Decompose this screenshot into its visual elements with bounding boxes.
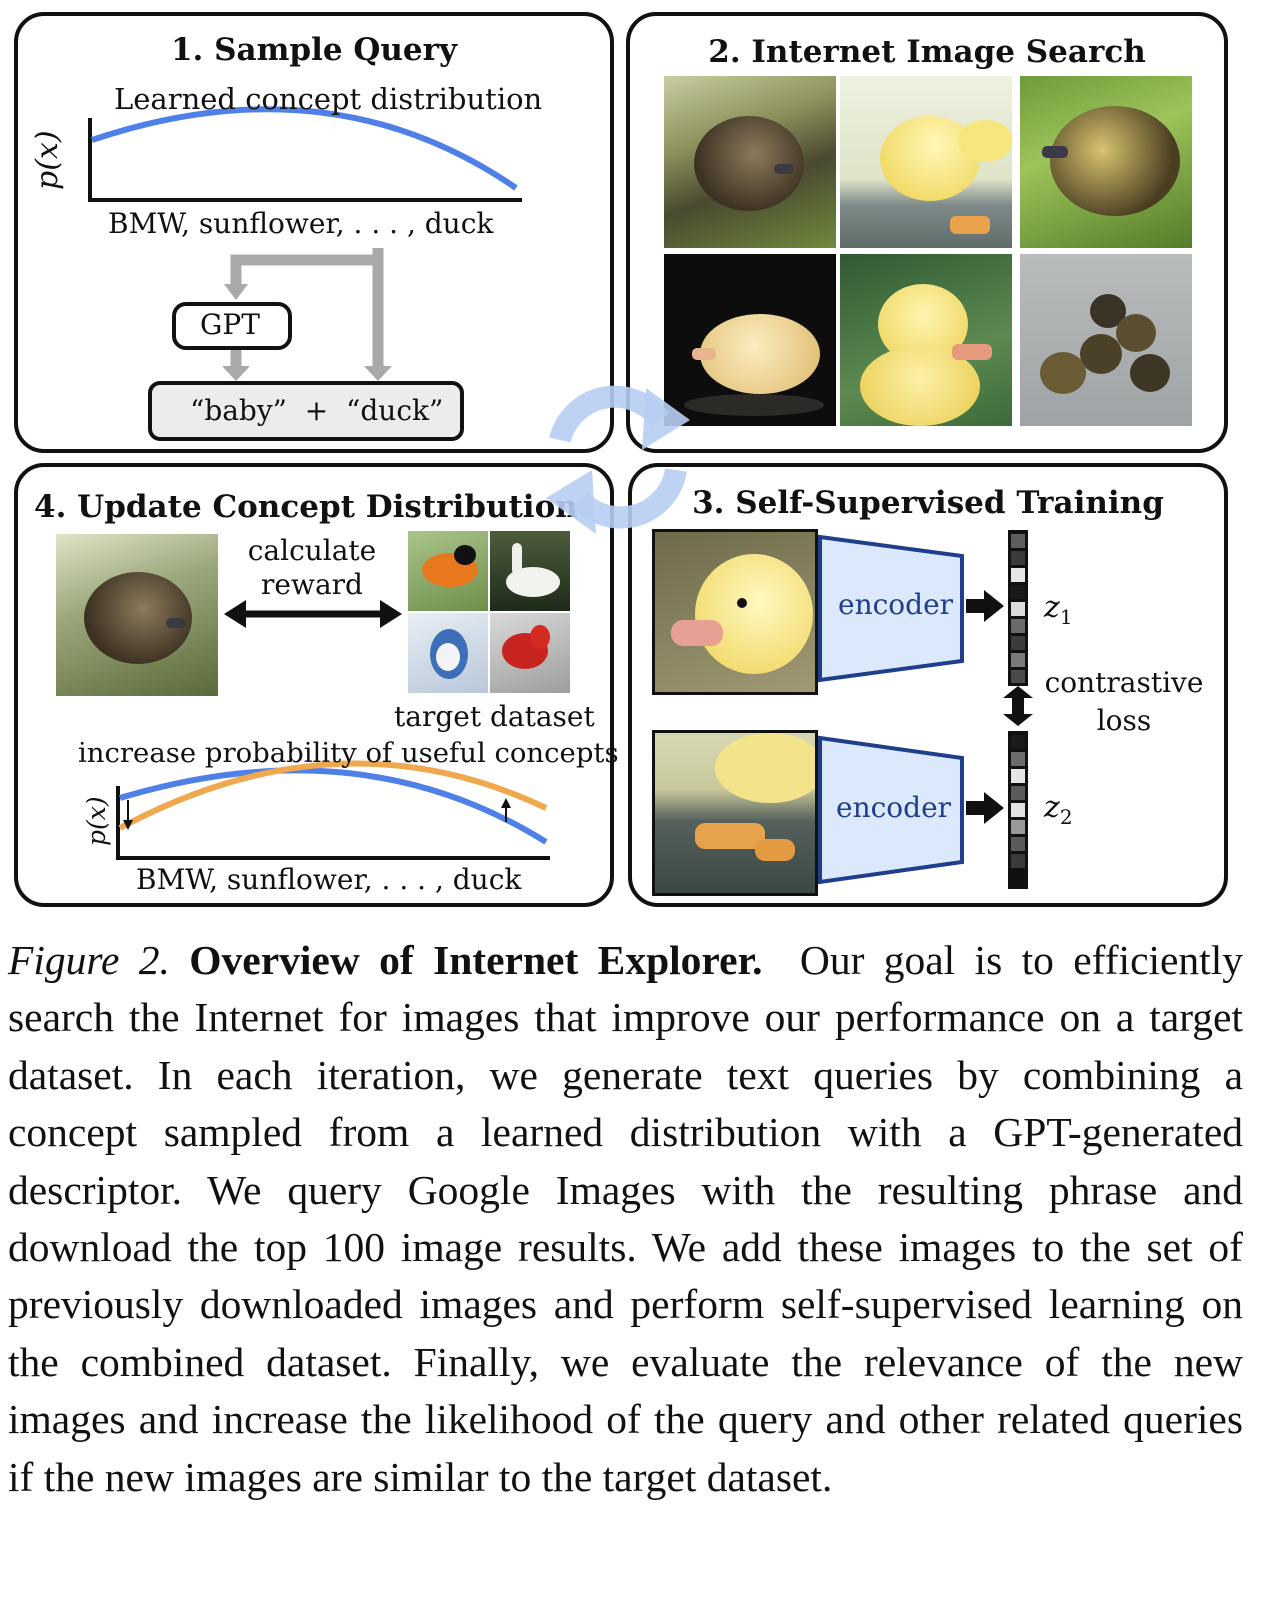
target-bird-bluejay	[408, 613, 488, 693]
figure-caption: Figure 2. Overview of Internet Explorer.…	[8, 932, 1243, 1506]
augmented-view-1	[652, 529, 818, 695]
panel4-graphics	[116, 600, 550, 860]
panel3-graphics	[818, 530, 1033, 889]
panel-sample-query: 1. Sample Query	[14, 12, 614, 453]
arrow-top-shaft	[966, 599, 986, 613]
old-distribution-curve	[119, 767, 548, 845]
gray-arrowhead	[222, 366, 250, 381]
increase-arrowhead	[501, 798, 511, 808]
target-dataset-label: target dataset	[394, 700, 595, 733]
encoder-top-shape	[818, 534, 964, 683]
figure-label: Figure 2.	[8, 937, 170, 983]
arrowhead-right	[380, 600, 402, 628]
embedding-vector-z1	[1008, 530, 1028, 686]
contrastive-arrowhead-up	[1003, 686, 1033, 698]
contrastive-line: contrastive	[1044, 666, 1204, 699]
query-label: “baby” + “duck”	[190, 394, 444, 427]
duckling-photo-2	[840, 76, 1012, 248]
distribution-curve	[91, 106, 518, 191]
duckling-photo-4	[664, 254, 836, 426]
contrastive-arrowhead-down	[1003, 714, 1033, 726]
duckling-photo-1	[664, 76, 836, 248]
target-bird-swan	[490, 531, 570, 611]
reward-line-1: calculate	[247, 534, 377, 567]
duckling-photo-reward	[56, 534, 218, 696]
z1-label: z1	[1044, 590, 1073, 629]
arrow-bottom-shaft	[966, 801, 986, 815]
reward-line-2: reward	[261, 568, 363, 601]
augmented-view-2	[652, 730, 818, 896]
target-bird-cardinal	[490, 613, 570, 693]
gpt-box	[172, 302, 292, 350]
panel-title: 4. Update Concept Distribution	[34, 489, 578, 525]
gpt-label: GPT	[200, 308, 260, 341]
increase-probability-label: increase probability of useful concepts	[78, 737, 619, 769]
loss-line: loss	[1096, 704, 1152, 737]
panel1-graphics	[88, 106, 522, 441]
gray-arrowhead	[224, 284, 248, 300]
x-axis-label: BMW, sunflower, . . . , duck	[108, 207, 494, 240]
cycle-arrow-icon	[546, 385, 690, 534]
curve-label: Learned concept distribution	[114, 82, 543, 116]
duckling-photo-5	[840, 254, 1012, 426]
panel-title: 1. Sample Query	[170, 32, 457, 68]
updated-distribution-curve	[118, 760, 548, 831]
query-box	[148, 381, 464, 441]
arrow-bottom-head	[984, 792, 1004, 824]
duckling-photo-6	[1020, 254, 1192, 426]
encoder-bottom-label: encoder	[836, 791, 952, 824]
x-axis-label: BMW, sunflower, . . . , duck	[136, 863, 522, 896]
caption-title: Overview of Internet Explorer.	[189, 937, 763, 983]
arrow-top-head	[984, 590, 1004, 622]
encoder-bottom-shape	[818, 735, 964, 885]
embedding-vector-z2	[1008, 731, 1028, 889]
caption-body: Our goal is to efficiently search the In…	[8, 937, 1243, 1500]
panel-title: 3. Self-Supervised Training	[692, 485, 1164, 521]
gray-arrowhead	[364, 366, 392, 381]
z2-label: z2	[1044, 790, 1073, 829]
duckling-photo-3	[1020, 76, 1192, 248]
target-bird-oriole	[408, 531, 488, 611]
decrease-arrowhead	[123, 820, 133, 830]
panel-title: 2. Internet Image Search	[708, 34, 1146, 70]
reward-label: calculate reward	[246, 534, 378, 602]
contrastive-arrow-shaft	[1012, 695, 1024, 717]
encoder-top-label: encoder	[838, 588, 954, 621]
arrowhead-left	[224, 600, 246, 628]
contrastive-loss-label: contrastive loss	[1044, 664, 1204, 740]
